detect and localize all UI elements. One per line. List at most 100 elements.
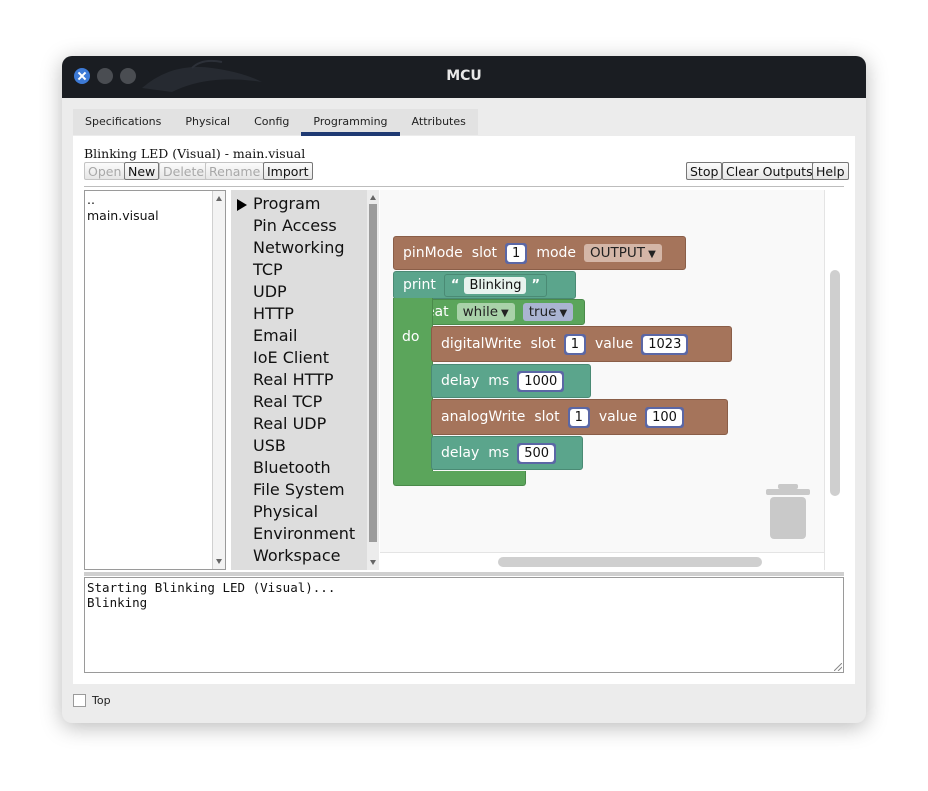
slot-label: slot: [530, 336, 556, 352]
pinmode-block[interactable]: pinMode slot 1 mode OUTPUT▼: [393, 236, 686, 270]
rename-button[interactable]: Rename: [205, 162, 265, 180]
digitalwrite-label: digitalWrite: [441, 336, 522, 352]
new-button[interactable]: New: [124, 162, 160, 180]
slot-socket[interactable]: 1: [563, 333, 587, 355]
slot-socket[interactable]: 1: [505, 242, 528, 264]
blockly-workspace[interactable]: pinMode slot 1 mode OUTPUT▼ print “ Blin…: [380, 190, 844, 570]
ms-socket[interactable]: 1000: [517, 370, 565, 392]
ms-value[interactable]: 1000: [519, 372, 563, 390]
value-socket[interactable]: 1023: [641, 333, 689, 355]
ms-socket[interactable]: 500: [517, 442, 557, 464]
toolbox-scrollbar[interactable]: [367, 190, 379, 570]
scroll-down-icon[interactable]: [370, 560, 376, 565]
toolbox-ioe-client[interactable]: IoE Client: [253, 348, 330, 367]
scroll-down-icon[interactable]: [216, 559, 222, 564]
value-label: value: [595, 336, 634, 352]
toolbox-tcp[interactable]: TCP: [253, 260, 283, 279]
print-block[interactable]: print “ Blinking ”: [393, 271, 576, 299]
minimize-window-button[interactable]: [97, 68, 113, 84]
block-toolbox: Program Pin Access Networking TCP UDP HT…: [231, 190, 379, 570]
open-quote-icon: “: [450, 277, 460, 293]
slot-label: slot: [534, 409, 560, 425]
output-line: Blinking: [87, 595, 148, 610]
toolbox-environment[interactable]: Environment: [253, 524, 356, 543]
toolbox-workspace[interactable]: Workspace: [253, 546, 341, 565]
file-label: Blinking LED (Visual) - main.visual: [84, 146, 306, 161]
file-list-scrollbar[interactable]: [212, 191, 225, 569]
toolbox-program[interactable]: Program: [253, 194, 321, 213]
toolbox-networking[interactable]: Networking: [253, 238, 345, 257]
delay-block-2[interactable]: delay ms 500: [431, 436, 583, 470]
mode-label: mode: [536, 245, 577, 261]
delete-button[interactable]: Delete: [159, 162, 209, 180]
workspace-vertical-thumb[interactable]: [830, 270, 840, 496]
tab-attributes[interactable]: Attributes: [411, 115, 466, 128]
repeat-footer: [393, 471, 526, 486]
expand-triangle-icon[interactable]: [237, 199, 247, 211]
toolbox-file-system[interactable]: File System: [253, 480, 345, 499]
toolbox-usb[interactable]: USB: [253, 436, 286, 455]
resize-grip-icon[interactable]: [834, 663, 842, 671]
value-value[interactable]: 100: [647, 408, 682, 426]
clear-outputs-button[interactable]: Clear Outputs: [722, 162, 817, 180]
tab-config[interactable]: Config: [254, 115, 290, 128]
analogwrite-label: analogWrite: [441, 409, 526, 425]
ms-value[interactable]: 500: [519, 444, 555, 462]
dragon-watermark-icon: [142, 59, 262, 92]
output-console[interactable]: Starting Blinking LED (Visual)... Blinki…: [84, 577, 844, 673]
delay-block-1[interactable]: delay ms 1000: [431, 364, 591, 398]
toolbox-udp[interactable]: UDP: [253, 282, 287, 301]
slot-value[interactable]: 1: [569, 408, 588, 426]
delay-label: delay: [441, 445, 480, 461]
toolbox-scroll-thumb[interactable]: [369, 204, 377, 542]
file-item-main-visual[interactable]: main.visual: [87, 208, 159, 223]
trash-icon[interactable]: [766, 484, 810, 540]
slot-value[interactable]: 1: [507, 244, 526, 262]
toolbox-real-http[interactable]: Real HTTP: [253, 370, 334, 389]
mode-dropdown[interactable]: OUTPUT▼: [584, 244, 662, 262]
close-window-button[interactable]: [74, 68, 90, 84]
tab-physical[interactable]: Physical: [185, 115, 231, 128]
toolbox-real-tcp[interactable]: Real TCP: [253, 392, 323, 411]
tab-specifications[interactable]: Specifications: [85, 115, 162, 128]
value-socket[interactable]: 100: [645, 406, 684, 428]
do-label: do: [402, 329, 420, 345]
scroll-up-icon[interactable]: [216, 196, 222, 201]
slot-value[interactable]: 1: [565, 335, 585, 353]
file-item-parent[interactable]: ..: [87, 192, 95, 207]
import-button[interactable]: Import: [263, 162, 313, 180]
repeat-mode-dropdown[interactable]: while▼: [456, 303, 515, 321]
toolbox-real-udp[interactable]: Real UDP: [253, 414, 327, 433]
scroll-up-icon[interactable]: [370, 195, 376, 200]
toolbox-email[interactable]: Email: [253, 326, 298, 345]
close-quote-icon: ”: [531, 277, 541, 293]
splitter[interactable]: [84, 572, 844, 576]
text-value[interactable]: Blinking: [464, 276, 527, 294]
help-button[interactable]: Help: [812, 162, 849, 180]
top-checkbox[interactable]: [73, 694, 86, 707]
maximize-window-button[interactable]: [120, 68, 136, 84]
open-button[interactable]: Open: [84, 162, 126, 180]
analogwrite-block[interactable]: analogWrite slot 1 value 100: [431, 399, 728, 435]
toolbox-physical[interactable]: Physical: [253, 502, 319, 521]
value-value[interactable]: 1023: [643, 335, 687, 353]
stop-button[interactable]: Stop: [686, 162, 723, 180]
slot-socket[interactable]: 1: [567, 406, 590, 428]
tab-programming[interactable]: Programming: [301, 109, 400, 136]
window-title: MCU: [446, 68, 482, 84]
digitalwrite-block[interactable]: digitalWrite slot 1 value 1023: [431, 326, 732, 362]
condition-dropdown[interactable]: true▼: [522, 303, 574, 321]
toolbox-bluetooth[interactable]: Bluetooth: [253, 458, 331, 477]
file-list: .. main.visual: [84, 190, 226, 570]
workspace-horizontal-thumb[interactable]: [498, 557, 762, 567]
programming-panel: Blinking LED (Visual) - main.visual Open…: [73, 136, 855, 684]
workspace-horizontal-scrollbar[interactable]: [380, 552, 824, 570]
workspace-vertical-scrollbar[interactable]: [824, 190, 844, 570]
toolbox-pin-access[interactable]: Pin Access: [253, 216, 337, 235]
dropdown-caret-icon: ▼: [501, 308, 509, 319]
divider: [84, 186, 844, 187]
ms-label: ms: [488, 373, 510, 389]
text-block[interactable]: “ Blinking ”: [443, 273, 548, 297]
tab-bar: Specifications Physical Config Programmi…: [73, 109, 478, 136]
toolbox-http[interactable]: HTTP: [253, 304, 294, 323]
